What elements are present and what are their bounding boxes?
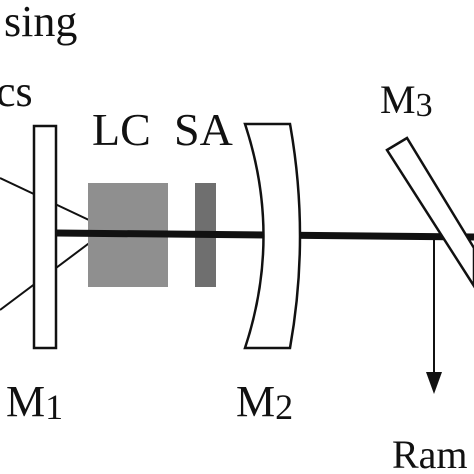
mirror-m1 bbox=[32, 124, 58, 350]
mirror-m2 bbox=[243, 122, 302, 350]
left-text-fragment: cs bbox=[0, 67, 33, 116]
label-m1-sub: 1 bbox=[45, 387, 63, 427]
label-m2: M2 bbox=[236, 377, 293, 427]
label-m3-main: M bbox=[380, 77, 416, 122]
top-text-fragment: sing bbox=[4, 0, 77, 46]
label-lc: LC bbox=[92, 104, 151, 155]
label-output: Ram bbox=[392, 432, 468, 474]
output-arrow bbox=[426, 240, 442, 394]
label-sa: SA bbox=[174, 104, 233, 155]
label-m2-sub: 2 bbox=[275, 387, 293, 427]
label-m1-main: M bbox=[6, 377, 45, 426]
label-m1: M1 bbox=[6, 377, 63, 427]
label-m3: M3 bbox=[380, 77, 433, 124]
label-m2-main: M bbox=[236, 377, 275, 426]
mirror-m3 bbox=[385, 136, 474, 289]
label-m3-sub: 3 bbox=[416, 87, 433, 124]
